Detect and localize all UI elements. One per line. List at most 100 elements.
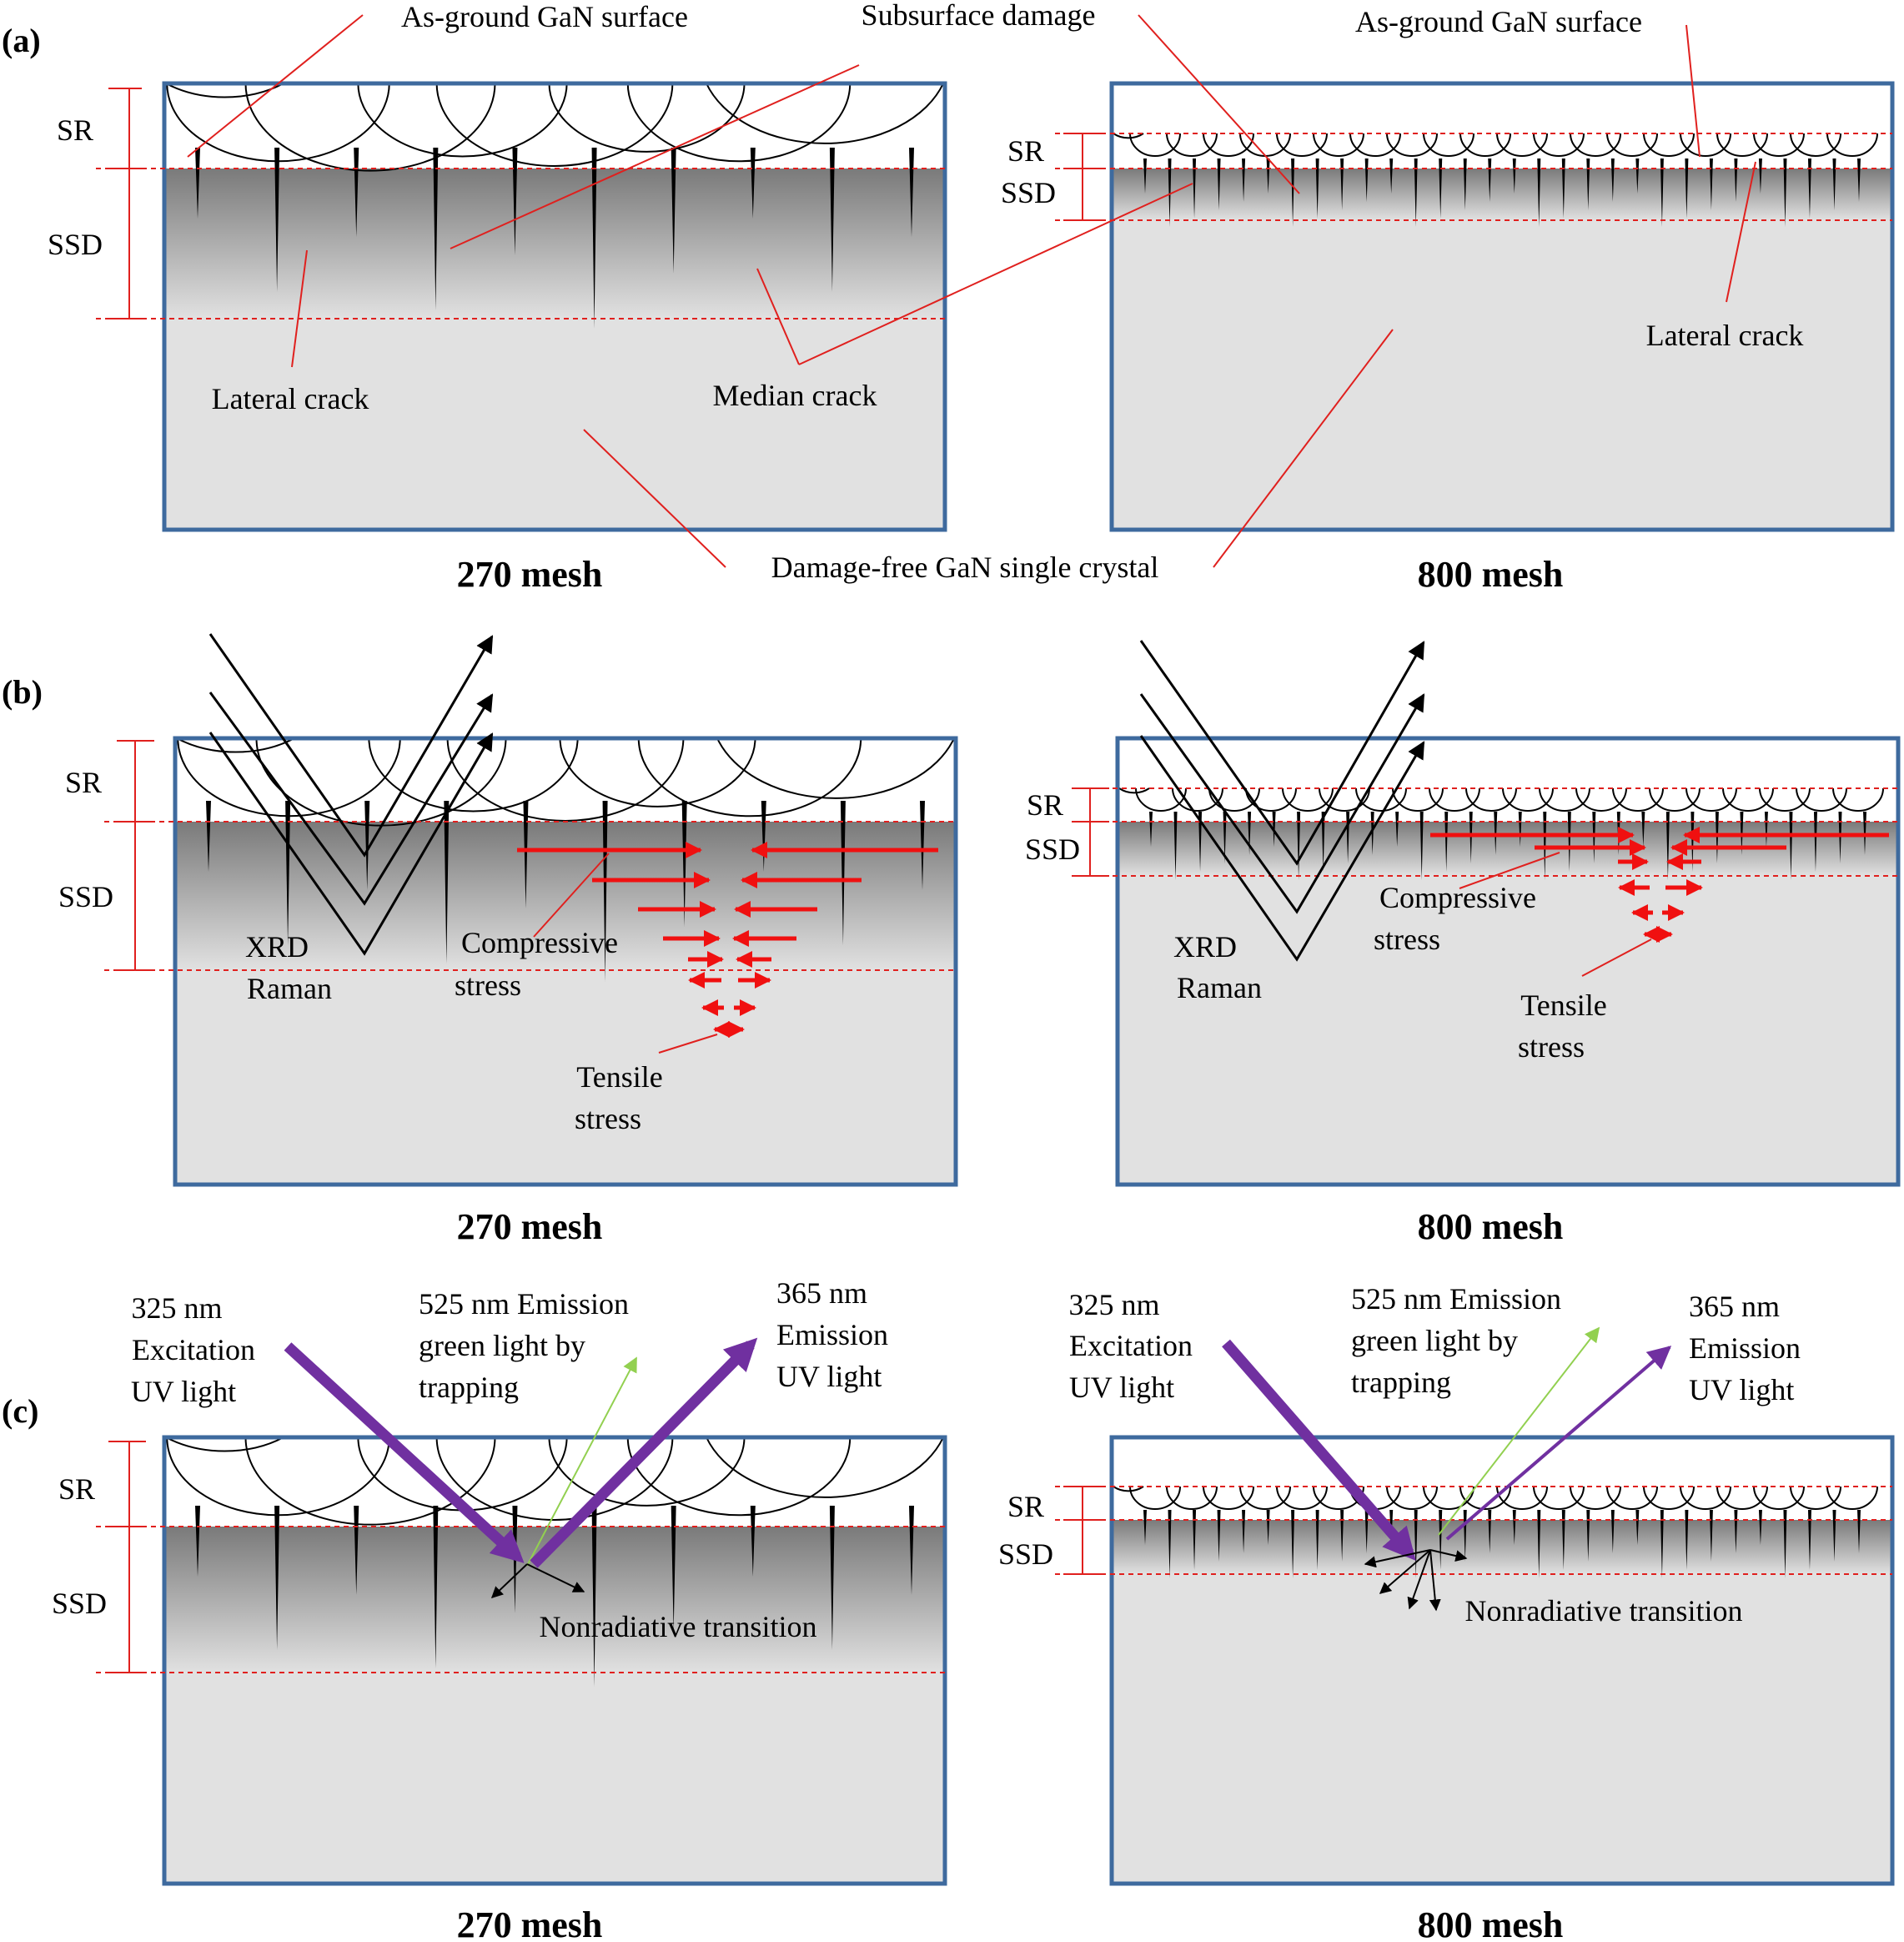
lateral-crack [1113, 133, 1144, 139]
median-crack [1758, 1510, 1762, 1545]
median-crack [274, 1506, 280, 1650]
median-crack [920, 801, 925, 890]
xrd-label: XRD [1173, 930, 1237, 963]
lateral-crack [1203, 133, 1254, 157]
median-crack [1783, 158, 1787, 227]
lateral-crack [1753, 133, 1805, 157]
block-frame [1109, 1435, 1895, 1886]
compressive-label-2: stress [1374, 923, 1440, 956]
median-crack [1340, 158, 1344, 210]
median-crack [1198, 812, 1203, 872]
median-crack [1149, 812, 1153, 847]
median-crack [1610, 158, 1615, 202]
median-crack [1217, 1510, 1221, 1562]
panel-b: (b) SR SSD XRD Raman [2, 633, 1901, 1247]
median-crack [1764, 812, 1768, 847]
lateral-crack [1722, 787, 1774, 812]
median-crack [206, 801, 211, 872]
uv-emission-label-2: Emission [1689, 1331, 1801, 1365]
median-crack [195, 148, 200, 219]
median-crack [909, 1506, 914, 1595]
median-crack [364, 801, 370, 890]
lateral-crack [1129, 133, 1181, 157]
median-crack [1291, 1510, 1295, 1578]
lateral-crack-label-left: Lateral crack [212, 382, 369, 415]
median-crack [523, 801, 529, 908]
lateral-crack [548, 83, 746, 153]
xrd-raman-beams [208, 633, 494, 956]
lateral-crack [1796, 787, 1847, 812]
median-crack [1193, 158, 1197, 219]
median-crack [512, 148, 518, 255]
lateral-crack [1759, 787, 1811, 812]
surface-cracks [1113, 133, 1878, 227]
lateral-crack [1680, 1486, 1731, 1510]
lateral-crack [368, 737, 579, 813]
tensile-label-2: stress [575, 1102, 641, 1135]
block-b-800: SR SSD XRD Raman [1025, 640, 1901, 1247]
lateral-crack [1113, 1486, 1144, 1492]
block-frame [162, 1435, 947, 1886]
lateral-crack [1423, 133, 1474, 157]
lateral-crack [706, 83, 944, 144]
raman-label: Raman [1177, 971, 1262, 1004]
lateral-crack [1575, 787, 1627, 812]
median-crack [591, 1506, 597, 1687]
lateral-crack [1392, 787, 1444, 812]
lateral-crack [1386, 1486, 1438, 1510]
green-label-3: trapping [1351, 1366, 1451, 1399]
green-label-1: 525 nm Emission [1351, 1282, 1561, 1316]
median-crack [1518, 812, 1522, 847]
median-crack [1641, 812, 1645, 847]
median-crack [1537, 158, 1541, 227]
green-label-2: green light by [419, 1329, 585, 1362]
median-crack [1635, 1510, 1640, 1545]
median-crack [1512, 158, 1516, 194]
median-crack [1315, 1510, 1319, 1570]
lateral-crack [1459, 133, 1511, 157]
lateral-crack [1423, 1486, 1474, 1510]
median-crack [1660, 158, 1664, 227]
excitation-arrow [1222, 1339, 1416, 1561]
sr-label: SR [1027, 788, 1063, 822]
block-frame [1109, 81, 1895, 532]
block-frame [173, 736, 958, 1187]
median-crack [1297, 812, 1301, 880]
median-crack [1321, 812, 1325, 872]
lateral-crack [559, 737, 756, 807]
lateral-crack [1716, 1486, 1768, 1510]
median-crack [1838, 812, 1842, 863]
uv-emission-arrow [1445, 1346, 1672, 1541]
median-crack [1266, 1510, 1270, 1545]
sr-layer [1112, 83, 1892, 169]
panel-c: (c) SR SSD 325 nm Excitation UV light 52… [2, 1276, 1895, 1942]
median-crack [1561, 158, 1565, 219]
median-crack [195, 1506, 200, 1577]
lateral-crack [1832, 787, 1884, 812]
lateral-crack [1276, 133, 1328, 157]
surface-label-left: As-ground GaN surface [401, 0, 688, 33]
lateral-crack [1349, 133, 1401, 157]
median-crack-label: Median crack [713, 379, 877, 412]
median-crack [354, 148, 359, 237]
lateral-crack [1239, 1486, 1291, 1510]
lateral-crack [1716, 133, 1768, 157]
lateral-crack [1429, 787, 1480, 812]
median-crack [1685, 1510, 1689, 1570]
lateral-crack [244, 83, 496, 172]
median-crack [1807, 1510, 1811, 1570]
lateral-crack [244, 1436, 496, 1526]
median-crack [1709, 158, 1713, 210]
green-label-1: 525 nm Emission [419, 1287, 629, 1321]
lateral-crack [165, 1436, 284, 1452]
median-crack [1419, 812, 1424, 880]
median-crack [1610, 1510, 1615, 1553]
compressive-label-2: stress [455, 968, 521, 1002]
surface-cracks [165, 83, 944, 329]
excitation-label-1: 325 nm [131, 1291, 222, 1325]
lateral-crack [637, 737, 862, 818]
excitation-label-2: Excitation [132, 1333, 255, 1366]
sr-label: SR [58, 1472, 95, 1506]
ssd-layer [164, 169, 945, 319]
